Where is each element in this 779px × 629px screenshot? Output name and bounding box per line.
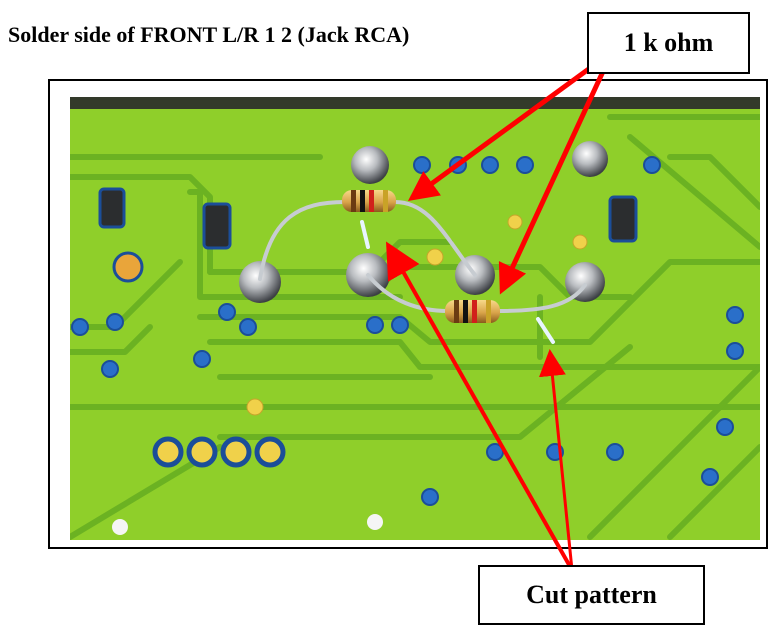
- square-pad-right: [608, 195, 638, 243]
- cut-pattern-label: Cut pattern: [478, 565, 705, 625]
- header-pins: [152, 436, 286, 468]
- white-pad: [112, 519, 128, 535]
- pcb-photo: [70, 97, 760, 540]
- board-edge: [70, 97, 760, 109]
- white-pad-2: [367, 514, 383, 530]
- square-pad-left: [98, 187, 126, 229]
- resistor-top: [342, 190, 396, 212]
- square-pad-mid: [202, 202, 232, 250]
- resistor-label: 1 k ohm: [587, 12, 750, 74]
- resistor-bottom: [445, 300, 500, 323]
- page-title: Solder side of FRONT L/R 1 2 (Jack RCA): [8, 22, 410, 47]
- orange-pad: [112, 251, 144, 283]
